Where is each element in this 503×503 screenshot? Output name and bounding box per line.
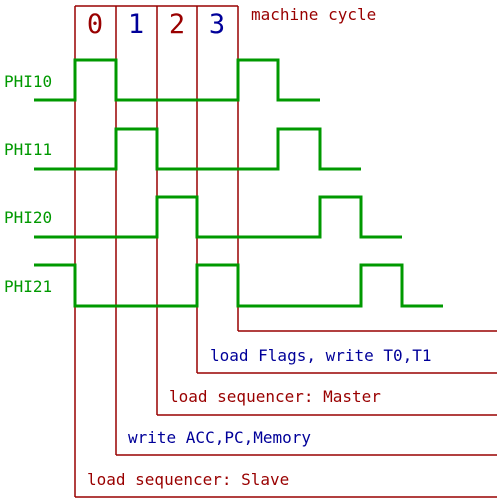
- signal-label-phi10: PHI10: [4, 72, 52, 91]
- cycle-label-0: 0: [87, 9, 103, 40]
- cycle-label-3: 3: [209, 9, 225, 40]
- cycle-header: [74, 5, 239, 30]
- cycle-label-2: 2: [169, 9, 185, 40]
- signal-label-phi20: PHI20: [4, 208, 52, 227]
- machine-cycle-title: machine cycle: [251, 5, 376, 24]
- waveform-phi10: [34, 58, 320, 102]
- signal-label-phi11: PHI11: [4, 140, 52, 159]
- annotation-write-acc: write ACC,PC,Memory: [128, 428, 311, 447]
- annotation-load-sequencer-master: load sequencer: Master: [169, 387, 381, 406]
- annotation-load-sequencer-slave: load sequencer: Slave: [87, 470, 289, 489]
- cycle-label-1: 1: [128, 9, 144, 40]
- waveform-phi21: [34, 263, 443, 308]
- annotation-load-flags: load Flags, write T0,T1: [210, 346, 432, 365]
- signal-label-phi21: PHI21: [4, 277, 52, 296]
- annotation-brackets: [75, 330, 497, 498]
- waveform-phi20: [34, 195, 402, 239]
- waveform-phi11: [34, 127, 361, 171]
